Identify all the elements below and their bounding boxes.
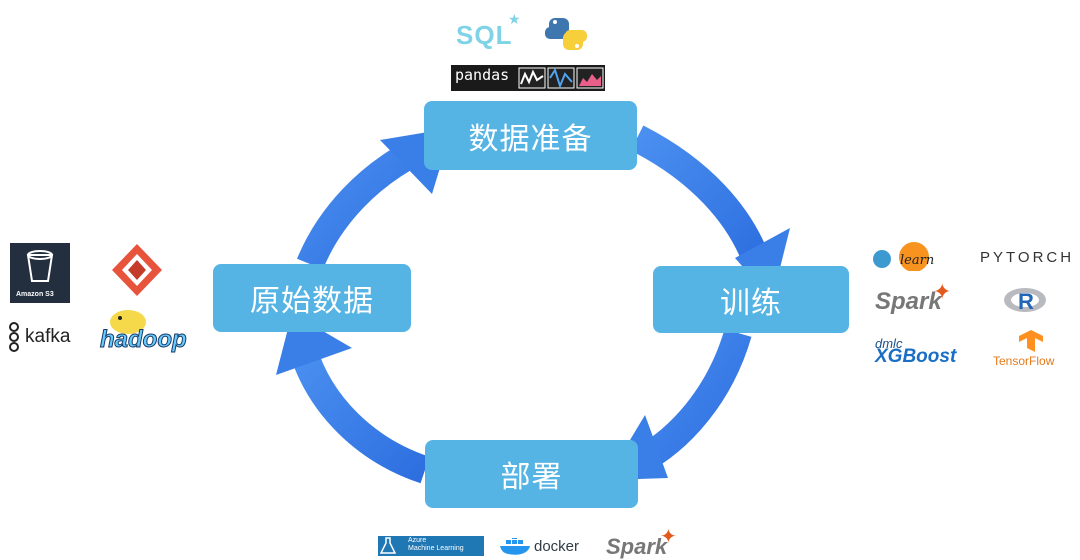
spark-logo-icon: Spark ✦ xyxy=(875,280,952,315)
kafka-logo-icon: kafka xyxy=(5,322,81,352)
stage-raw-data: 原始数据 xyxy=(213,264,411,332)
azure-ml-logo-icon: Azure Machine Learning xyxy=(378,536,484,556)
gitkraken-logo-icon xyxy=(112,244,162,296)
spark-deploy-logo-icon: Spark ✦ xyxy=(606,524,677,559)
amazon-s3-logo-icon: Amazon S3 xyxy=(10,243,70,303)
python-logo-icon xyxy=(543,16,589,54)
stage-label: 训练 xyxy=(720,285,782,321)
stage-data-preparation: 数据准备 xyxy=(424,101,637,170)
arrow-raw-to-prep xyxy=(297,139,422,270)
arrow-deploy-to-raw xyxy=(289,345,430,484)
arrow-prep-to-train xyxy=(630,125,771,268)
stage-label: 数据准备 xyxy=(468,121,593,157)
tensorflow-logo-icon: TensorFlow xyxy=(993,330,1073,370)
pandas-logo-icon: pandas xyxy=(451,65,605,91)
hadoop-logo-icon: hadoop xyxy=(100,308,212,354)
docker-logo-icon: docker xyxy=(498,537,590,557)
stage-label: 原始数据 xyxy=(250,284,374,319)
xgboost-logo-icon: dmlc XGBoost xyxy=(875,336,957,367)
stage-training: 训练 xyxy=(653,266,849,333)
sql-logo-icon: SQL ★ xyxy=(456,12,521,50)
stage-label: 部署 xyxy=(500,460,563,495)
r-logo-icon: R xyxy=(1002,285,1048,317)
scikit-learn-logo-icon: learn xyxy=(870,241,942,272)
pytorch-logo-icon: PYTORCH xyxy=(980,249,1075,266)
stage-deployment: 部署 xyxy=(425,440,638,508)
